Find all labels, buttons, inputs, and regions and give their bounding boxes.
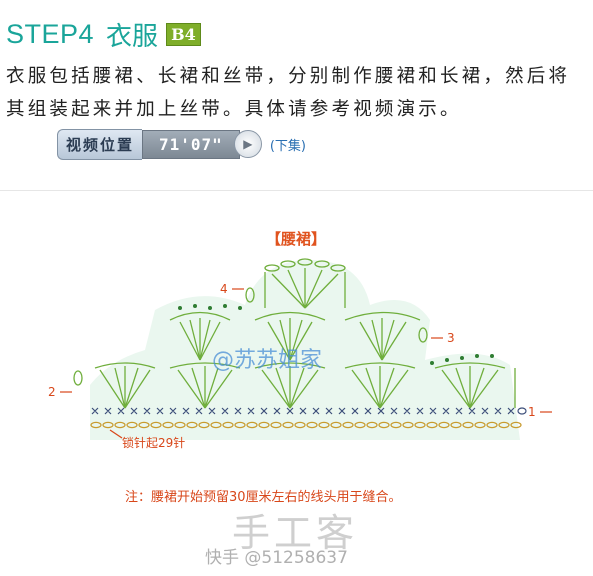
video-position-button[interactable]: 视频位置 71'07" ▶ (下集) xyxy=(57,128,306,160)
fan-top xyxy=(264,258,346,309)
section-badge: B4 xyxy=(166,22,201,46)
fans-row-3 xyxy=(169,311,421,361)
step-header: STEP4 衣服 B4 xyxy=(6,14,201,54)
divider xyxy=(0,190,593,191)
intro-paragraph: 衣服包括腰裙、长裙和丝带，分别制作腰裙和长裙，然后将其组装起来并加上丝带。具体请… xyxy=(6,60,591,126)
chain-label: 锁针起29针 xyxy=(122,435,185,450)
note-text: 注：腰裙开始预留30厘米左右的线头用于缝合。 xyxy=(125,490,402,505)
step-number: STEP4 xyxy=(6,18,95,49)
row-markers: 1 2 3 4 xyxy=(48,282,552,419)
marker-3: 3 xyxy=(447,331,455,345)
play-icon[interactable]: ▶ xyxy=(233,130,262,158)
section-title: 衣服 xyxy=(106,21,159,52)
slip-stitch-dots-row-2 xyxy=(430,354,494,365)
foundation-chain-row xyxy=(90,421,522,429)
fans-row-2 xyxy=(94,362,516,409)
video-episode: (下集) xyxy=(269,138,306,154)
marker-1: 1 xyxy=(528,405,536,419)
watermark-site: 手工客 xyxy=(232,511,359,555)
diagram-title: 【腰裙】 xyxy=(266,230,327,248)
video-label: 视频位置 xyxy=(57,128,143,160)
video-time: 71'07" xyxy=(142,129,240,159)
diagram-fill xyxy=(90,260,520,440)
intro-text: 衣服包括腰裙、长裙和丝带，分别制作腰裙和长裙，然后将其组装起来并加上丝带。具体请… xyxy=(6,66,571,120)
crochet-diagram: 1 2 3 4 锁针起29针 xyxy=(48,258,552,450)
watermark-author: @苏苏姐家 xyxy=(212,348,323,373)
marker-4: 4 xyxy=(220,282,228,296)
single-crochet-row xyxy=(91,407,515,415)
marker-2: 2 xyxy=(48,385,56,399)
watermark-kuaishou: 快手 @51258637 xyxy=(205,548,348,568)
chain-count-label: 锁针起29针 xyxy=(109,429,185,450)
slip-stitch-dots-row-3 xyxy=(178,304,242,310)
